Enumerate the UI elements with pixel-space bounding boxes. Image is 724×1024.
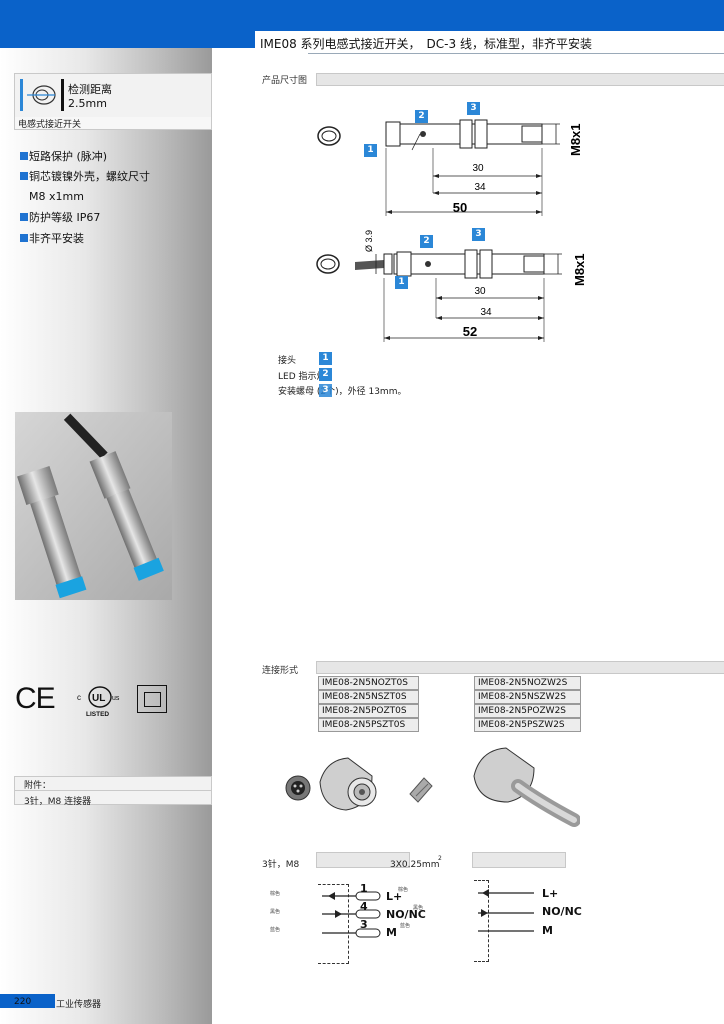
feature-item: 铜芯镀镍外壳，螺纹尺寸 bbox=[29, 170, 150, 183]
model-id: IME08-2N5POZW2S bbox=[474, 704, 581, 718]
connection-section-label: 连接形式 bbox=[262, 666, 299, 676]
sensor-housing-dashed bbox=[318, 884, 349, 964]
model-id: IME08-2N5PSZW2S bbox=[474, 718, 581, 732]
dim2-a: 30 bbox=[474, 286, 486, 297]
legend-tag: 2 bbox=[319, 368, 332, 381]
terminal-label: L+ bbox=[386, 890, 403, 903]
pin-number: 4 bbox=[360, 900, 368, 913]
model-id: IME08-2N5NOZT0S bbox=[318, 676, 419, 690]
model-id: IME08-2N5POZT0S bbox=[318, 704, 419, 718]
ul-logo: c UL us LISTED bbox=[77, 686, 120, 718]
class-ii-icon bbox=[137, 685, 167, 713]
wire-color-note: 棕色 bbox=[398, 887, 409, 893]
dimension-section-bar bbox=[316, 73, 724, 86]
wiring-type-label: 3针，M8 bbox=[262, 860, 300, 870]
model-id: IME08-2N5NOZW2S bbox=[474, 676, 581, 690]
connection-section-bar bbox=[316, 661, 724, 674]
accessory-label: 附件： bbox=[24, 781, 52, 791]
feature-item: 防护等级 IP67 bbox=[29, 211, 101, 224]
terminal-label: L+ bbox=[542, 887, 559, 900]
feature-bullet bbox=[20, 172, 28, 180]
tag-nut: 3 bbox=[472, 228, 485, 241]
tag-connector: 1 bbox=[395, 276, 408, 289]
dimension-drawing-2: 30 34 52 Ø 3.9 M8x1 bbox=[316, 230, 587, 342]
category-label: 电感式接近开关 bbox=[18, 120, 82, 130]
ul-listed: LISTED bbox=[86, 711, 109, 718]
pin-number: 1 bbox=[360, 882, 368, 895]
legend-text: LED 指示灯 bbox=[278, 372, 326, 382]
dim2-b: 34 bbox=[480, 307, 492, 318]
ul-c: c bbox=[77, 693, 81, 702]
model-id: IME08-2N5PSZT0S bbox=[318, 718, 419, 732]
terminal-label: NO/NC bbox=[386, 908, 426, 921]
wire-color-note: 蓝色 bbox=[400, 923, 411, 929]
dim1-a: 30 bbox=[472, 163, 484, 174]
sensor-range-icon bbox=[20, 79, 64, 111]
wiring-diagram-left bbox=[322, 891, 381, 938]
range-label: 检测距离 bbox=[68, 83, 112, 96]
wire-color-note-left: 黑色 bbox=[270, 909, 281, 915]
sensor-housing-dashed bbox=[474, 880, 489, 962]
feature-item: 非齐平安装 bbox=[29, 232, 84, 245]
page-title: IME08 系列电感式接近开关， DC-3 线，标准型，非齐平安装 bbox=[260, 37, 592, 51]
tag-led: 2 bbox=[415, 110, 428, 123]
wiring-bar-left bbox=[316, 852, 410, 868]
accessory-value: 3针，M8 连接器 bbox=[24, 797, 92, 807]
ul-us: us bbox=[112, 695, 120, 702]
dim1-thread: M8x1 bbox=[568, 123, 583, 156]
cable-spec-sup: 2 bbox=[438, 855, 442, 862]
feature-item: M8 x1mm bbox=[29, 190, 84, 203]
tag-led: 2 bbox=[420, 235, 433, 248]
dim2-dia: Ø 3.9 bbox=[364, 230, 374, 252]
cable-connector-image bbox=[473, 747, 580, 827]
footer-page-bar bbox=[0, 994, 55, 1008]
dim2-total: 52 bbox=[463, 324, 477, 339]
tag-connector: 1 bbox=[364, 144, 377, 157]
legend-text: 接头 bbox=[278, 356, 297, 366]
dim1-total: 50 bbox=[453, 200, 467, 215]
ce-mark: CE bbox=[15, 682, 56, 715]
feature-bullet bbox=[20, 152, 28, 160]
range-box bbox=[14, 73, 212, 119]
dim1-b: 34 bbox=[474, 182, 486, 193]
feature-bullet bbox=[20, 234, 28, 242]
cable-spec-label: 3X0.25mm bbox=[390, 860, 440, 870]
product-photo bbox=[15, 412, 172, 600]
legend-tag: 3 bbox=[319, 384, 332, 397]
wire-color-note-left: 蓝色 bbox=[270, 927, 281, 933]
legend-text: 安装螺母 (2个)，外径 13mm。 bbox=[278, 387, 407, 397]
m8-connector-image bbox=[285, 757, 433, 811]
feature-item: 短路保护 (脉冲) bbox=[29, 150, 108, 163]
footer-book-title: 工业传感器 bbox=[56, 1000, 102, 1010]
model-id: IME08-2N5NSZT0S bbox=[318, 690, 419, 704]
terminal-label: M bbox=[386, 926, 397, 939]
title-rule bbox=[308, 53, 724, 54]
tag-nut: 3 bbox=[467, 102, 480, 115]
dimension-drawing-1: 30 34 50 M8x1 bbox=[317, 119, 583, 216]
terminal-label: NO/NC bbox=[542, 905, 582, 918]
wire-color-note-left: 棕色 bbox=[270, 891, 281, 897]
legend-tag: 1 bbox=[319, 352, 332, 365]
dimension-section-label: 产品尺寸图 bbox=[262, 76, 308, 86]
ul-text: UL bbox=[92, 693, 105, 704]
range-value: 2.5mm bbox=[68, 97, 107, 110]
title-area bbox=[255, 31, 724, 53]
feature-bullet bbox=[20, 213, 28, 221]
terminal-label: M bbox=[542, 924, 553, 937]
pin-number: 3 bbox=[360, 918, 368, 931]
model-id: IME08-2N5NSZW2S bbox=[474, 690, 581, 704]
wiring-bar-right bbox=[472, 852, 566, 868]
page-number: 220 bbox=[14, 997, 32, 1007]
wire-color-note: 黑色 bbox=[413, 905, 424, 911]
accessory-bar-2 bbox=[14, 790, 212, 805]
wiring-diagram-right bbox=[478, 889, 534, 932]
category-bar bbox=[14, 117, 212, 130]
dim2-thread: M8x1 bbox=[572, 253, 587, 286]
